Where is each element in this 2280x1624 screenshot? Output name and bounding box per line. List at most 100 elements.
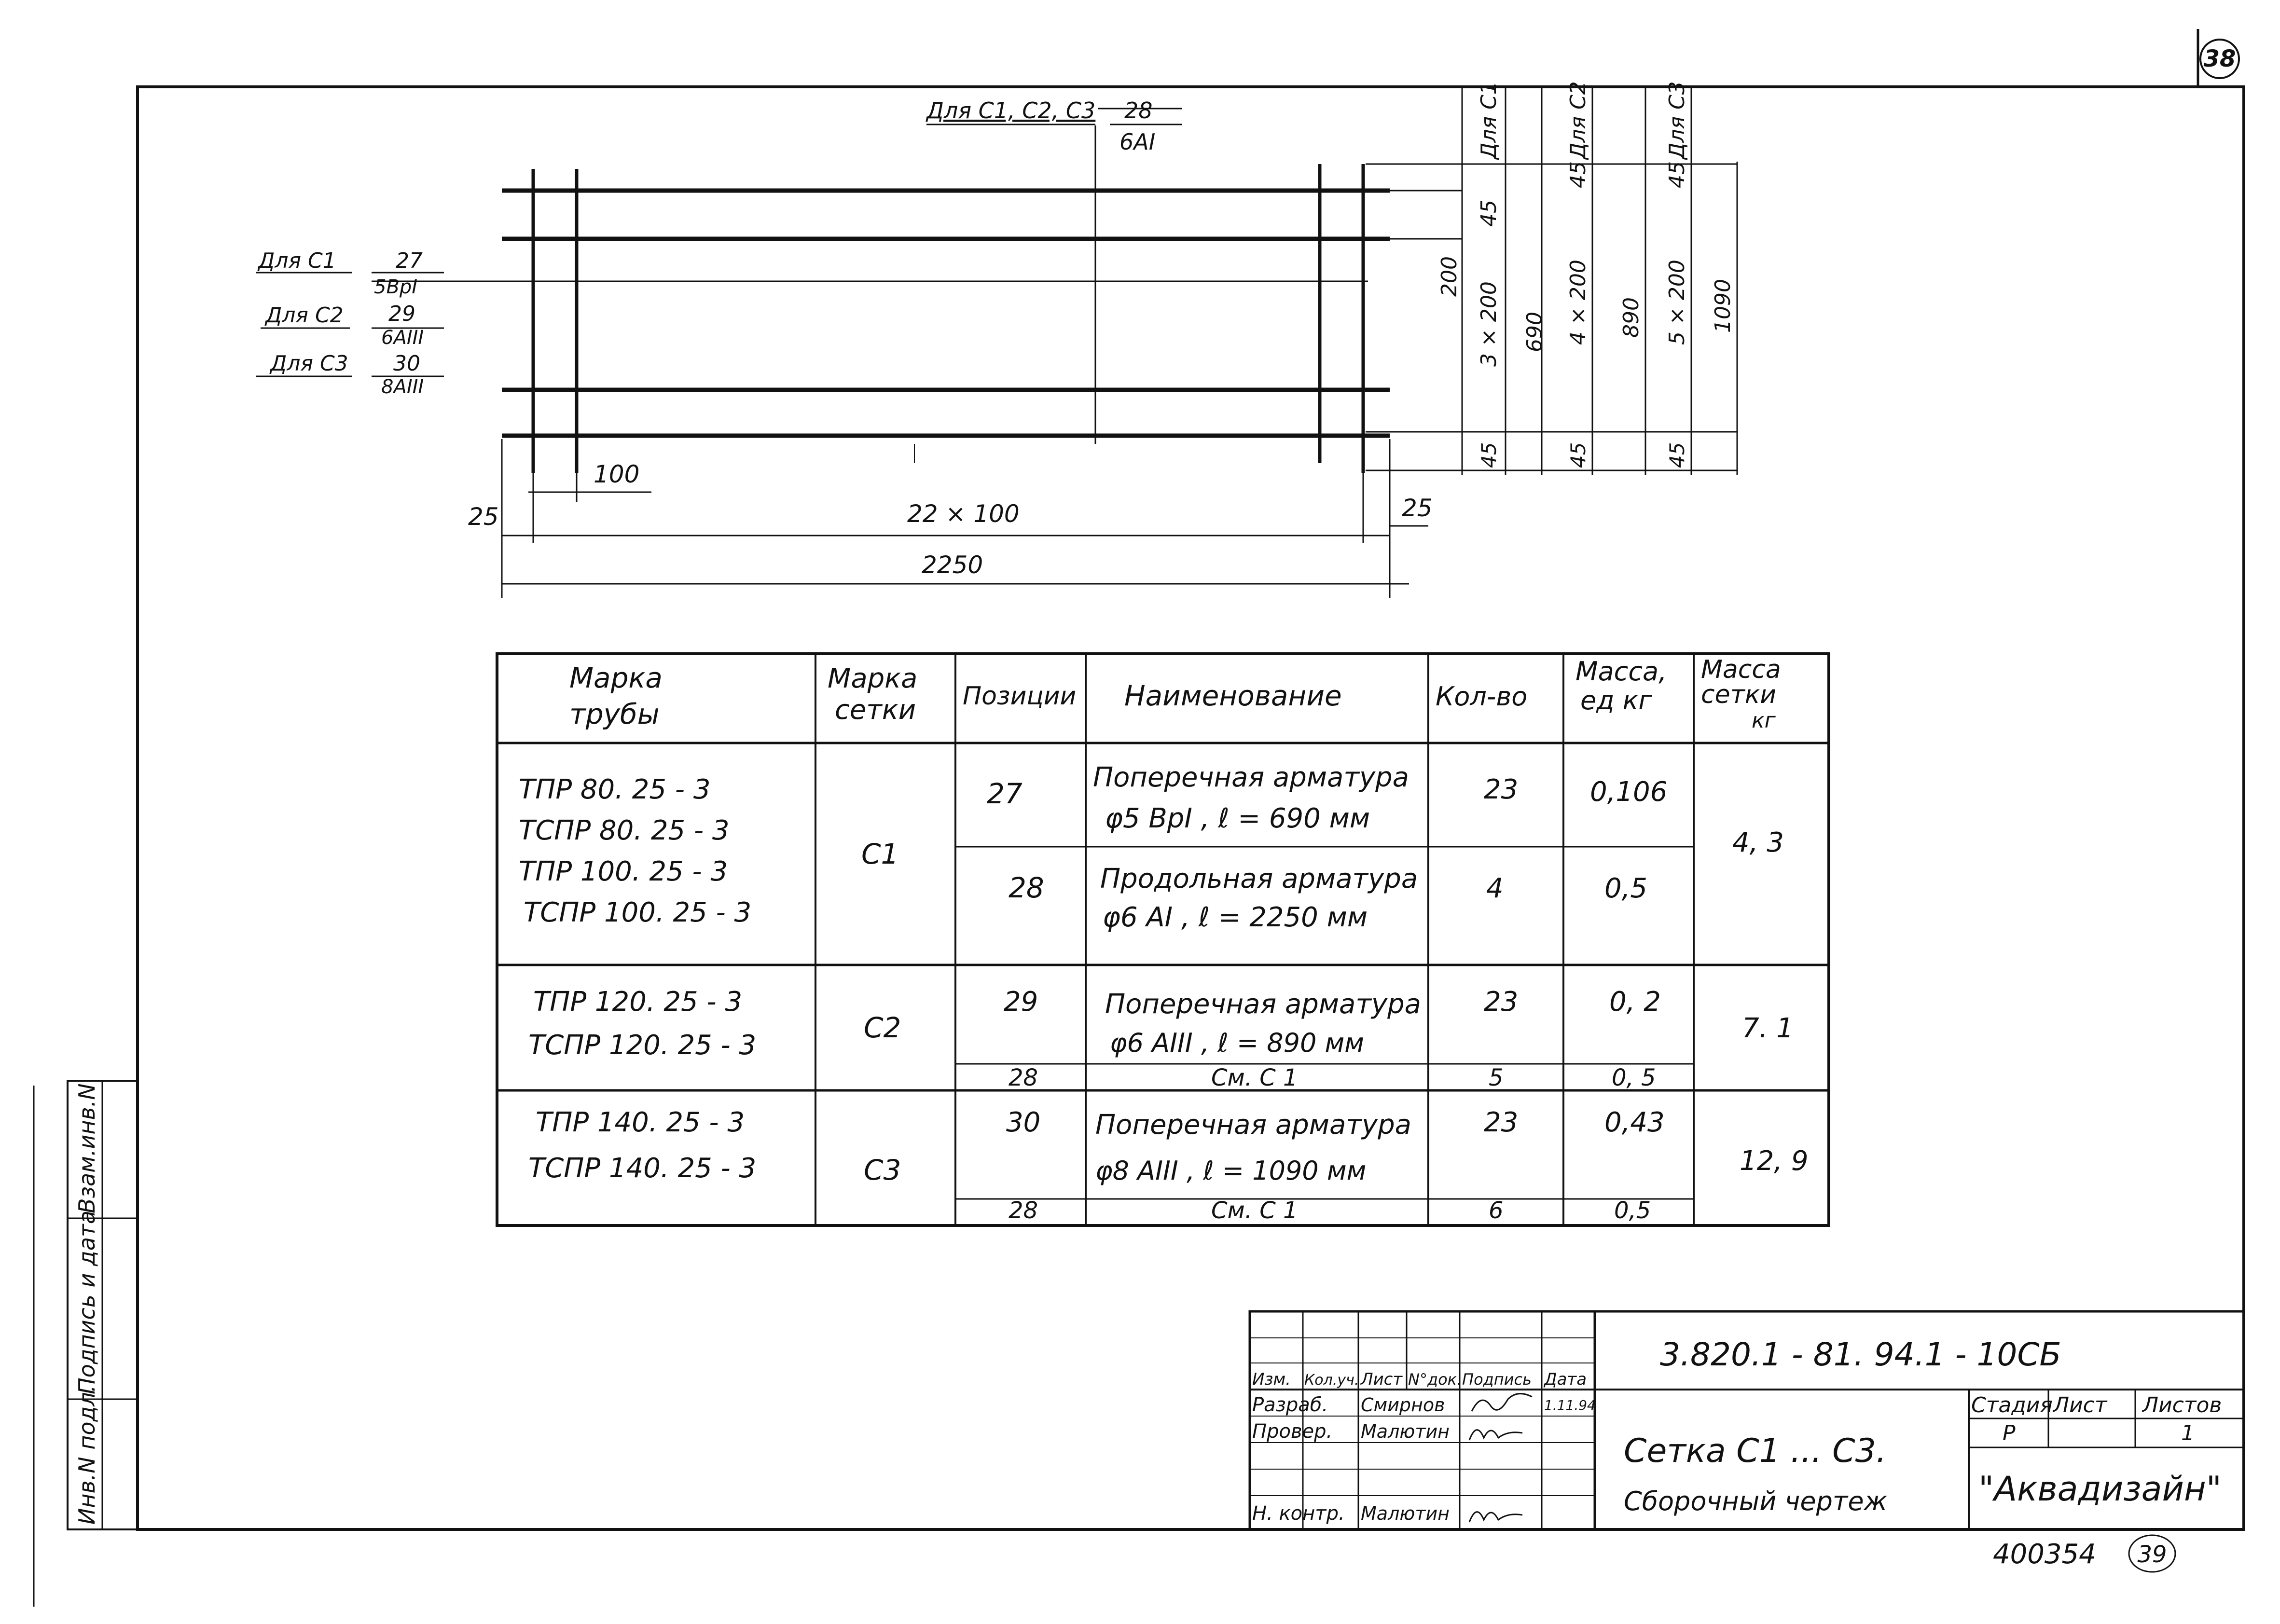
svg-text:200: 200 [1437,256,1462,297]
svg-text:Дата: Дата [1543,1370,1587,1389]
svg-text:25: 25 [1402,494,1433,522]
svg-text:6АIII: 6АIII [381,327,424,349]
doc-code: 3.820.1 - 81. 94.1 - 10СБ [1660,1336,2061,1373]
svg-text:45: 45 [1665,161,1689,188]
svg-text:23: 23 [1484,986,1518,1018]
header-pos: Позиции [963,682,1076,711]
svg-text:Малютин: Малютин [1361,1503,1450,1524]
page-stamp-number: 39 [2137,1541,2167,1568]
svg-text:Для С3: Для С3 [1665,81,1689,160]
pipe-name: ТПР 80. 25 - 3 [519,774,710,805]
header-mass-unit: Масса, [1575,656,1667,687]
mesh-plan [372,108,1390,473]
svg-text:2250: 2250 [922,551,983,579]
header-mass-mesh: Масса [1701,655,1781,684]
callout-c2-label: Для С2 [264,303,344,328]
svg-text:1.11.94: 1.11.94 [1544,1397,1596,1413]
svg-text:28: 28 [1009,1064,1038,1091]
svg-text:N°док.: N°док. [1408,1370,1462,1389]
svg-text:0,106: 0,106 [1590,776,1667,808]
mesh-mass: 4, 3 [1732,827,1784,858]
svg-text:25: 25 [468,503,499,531]
svg-text:29: 29 [388,302,415,326]
mesh-mark: С1 [861,838,898,870]
svg-text:Стадия: Стадия [1971,1393,2053,1418]
mesh-mass: 12, 9 [1740,1145,1809,1177]
callouts-left: Для С1 27 5ВрI Для С2 29 6АIII Для С3 30… [256,248,444,398]
svg-text:27: 27 [396,248,423,273]
horizontal-dimensions: 100 25 22 × 100 25 2250 [468,439,1433,598]
strip-sign-date: Подпись и дата [74,1211,100,1394]
svg-text:1: 1 [2181,1421,2195,1445]
header-qty: Кол-во [1436,681,1527,712]
callout-c1-label: Для С1 [257,248,336,273]
signature-razrab [1471,1393,1533,1412]
svg-text:5ВрI: 5ВрI [374,276,417,298]
left-binding-strip: Инв.N подл. Подпись и дата Взам.инв.N [33,1080,138,1607]
svg-text:27: 27 [987,777,1023,810]
svg-text:100: 100 [594,460,639,488]
mesh-mass: 7. 1 [1742,1013,1794,1044]
sheet-frame [136,85,2245,1531]
svg-text:3 × 200: 3 × 200 [1477,281,1501,367]
callout-top: Для С1, С2, С3 28 6АI [926,97,1182,155]
header-pipe: Марка [569,661,663,694]
svg-text:28: 28 [1124,97,1153,124]
svg-text:Поперечная арматура: Поперечная арматура [1105,989,1421,1020]
header-name: Наименование [1124,679,1342,712]
specification-table: Марка трубы Марка сетки Позиции Наименов… [496,652,1830,1227]
svg-text:5 × 200: 5 × 200 [1665,260,1689,345]
svg-text:28: 28 [1009,1197,1038,1224]
svg-text:29: 29 [1004,986,1038,1018]
svg-text:См. С 1: См. С 1 [1211,1064,1298,1091]
callout-c3-label: Для С3 [269,351,348,376]
signature-prover [1468,1429,1523,1441]
svg-text:трубы: трубы [569,698,660,730]
pipe-name: ТПР 100. 25 - 3 [519,856,728,887]
svg-text:890: 890 [1619,297,1644,338]
svg-text:сетки: сетки [835,694,916,726]
doc-title: Сетка С1 ... С3. [1624,1432,1886,1470]
doc-subtitle: Сборочный чертеж [1624,1486,1888,1516]
svg-text:Лист: Лист [1360,1370,1403,1389]
svg-text:22 × 100: 22 × 100 [907,500,1020,528]
svg-text:φ5 ВрI , ℓ = 690 мм: φ5 ВрI , ℓ = 690 мм [1105,803,1370,834]
svg-text:6: 6 [1489,1197,1504,1224]
strip-inv-repl: Взам.инв.N [74,1083,100,1213]
svg-text:Листов: Листов [2142,1393,2222,1418]
svg-text:0, 5: 0, 5 [1612,1064,1656,1091]
svg-text:сетки: сетки [1701,680,1776,709]
svg-text:1090: 1090 [1711,279,1735,333]
svg-text:φ6 АI , ℓ = 2250 мм: φ6 АI , ℓ = 2250 мм [1103,902,1368,933]
svg-text:Для С1, С2, С3: Для С1, С2, С3 [926,97,1095,124]
archive-number: 400354 [1993,1539,2096,1570]
svg-text:45: 45 [1566,442,1590,468]
svg-text:690: 690 [1522,312,1547,352]
svg-text:45: 45 [1477,200,1501,227]
svg-text:Продольная арматура: Продольная арматура [1100,863,1418,895]
svg-text:Лист: Лист [2052,1393,2108,1418]
header-mesh: Марка [828,663,917,694]
svg-text:Провер.: Провер. [1252,1420,1332,1443]
svg-text:Поперечная арматура: Поперечная арматура [1095,1109,1411,1141]
svg-text:Подпись: Подпись [1462,1370,1532,1389]
svg-text:6АI: 6АI [1119,129,1155,155]
sheet-number: 38 [2204,45,2236,72]
svg-text:кг: кг [1752,708,1776,733]
pipe-name: ТСПР 120. 25 - 3 [528,1030,756,1061]
svg-text:Для С1: Для С1 [1477,81,1501,160]
svg-text:30: 30 [1006,1107,1040,1138]
svg-text:45: 45 [1566,161,1590,188]
archive-stamp: 400354 39 [1993,1534,2176,1573]
svg-text:Смирнов: Смирнов [1361,1394,1445,1416]
signature-nkontr [1468,1511,1523,1523]
svg-text:0,5: 0,5 [1614,1197,1651,1224]
svg-text:Разраб.: Разраб. [1252,1394,1328,1416]
svg-text:28: 28 [1009,871,1044,904]
svg-text:23: 23 [1484,1107,1518,1138]
vertical-dimensions: Для С1 Для С2 Для С3 200 45 3 × 200 690 … [1366,81,1738,475]
pipe-name: ТСПР 100. 25 - 3 [524,897,751,928]
svg-text:23: 23 [1484,774,1518,805]
svg-text:0,43: 0,43 [1604,1107,1665,1138]
